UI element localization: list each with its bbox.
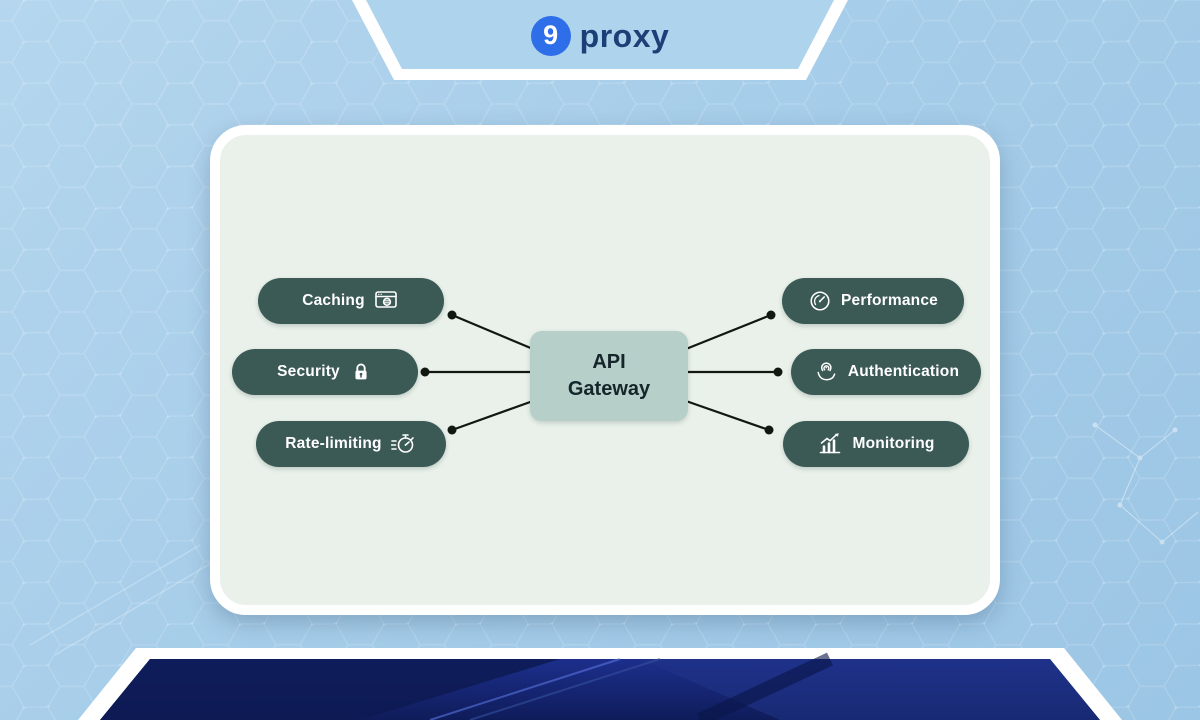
node-security-label: Security [277,363,340,380]
node-security: Security [232,349,418,395]
node-rate-limiting-label: Rate-limiting [285,435,382,452]
logo-mark-glyph: 9 [543,19,559,50]
node-monitoring-label: Monitoring [852,435,935,452]
lock-icon [349,360,373,384]
node-performance-label: Performance [841,292,938,309]
node-performance: Performance [782,278,964,324]
node-rate-limiting: Rate-limiting [256,421,446,467]
bottom-band [78,648,1122,720]
node-authentication-label: Authentication [847,363,960,380]
speedometer-icon [808,289,832,313]
chart-growth-icon [817,431,843,457]
node-caching: Caching [258,278,444,324]
logo-wordmark: proxy [579,17,670,54]
api-gateway-label-line1: API [592,351,626,373]
node-authentication: Authentication [791,349,981,395]
logo-mark-icon: 9 [530,16,571,56]
api-gateway-node: API Gateway [530,331,688,421]
brand-logo: 9 proxy [0,16,1200,56]
stopwatch-icon [390,431,417,457]
node-caching-label: Caching [302,292,365,309]
cache-icon [374,288,400,314]
node-monitoring: Monitoring [783,421,969,467]
fingerprint-hand-icon [813,359,839,385]
api-gateway-label-line2: Gateway [567,378,651,400]
